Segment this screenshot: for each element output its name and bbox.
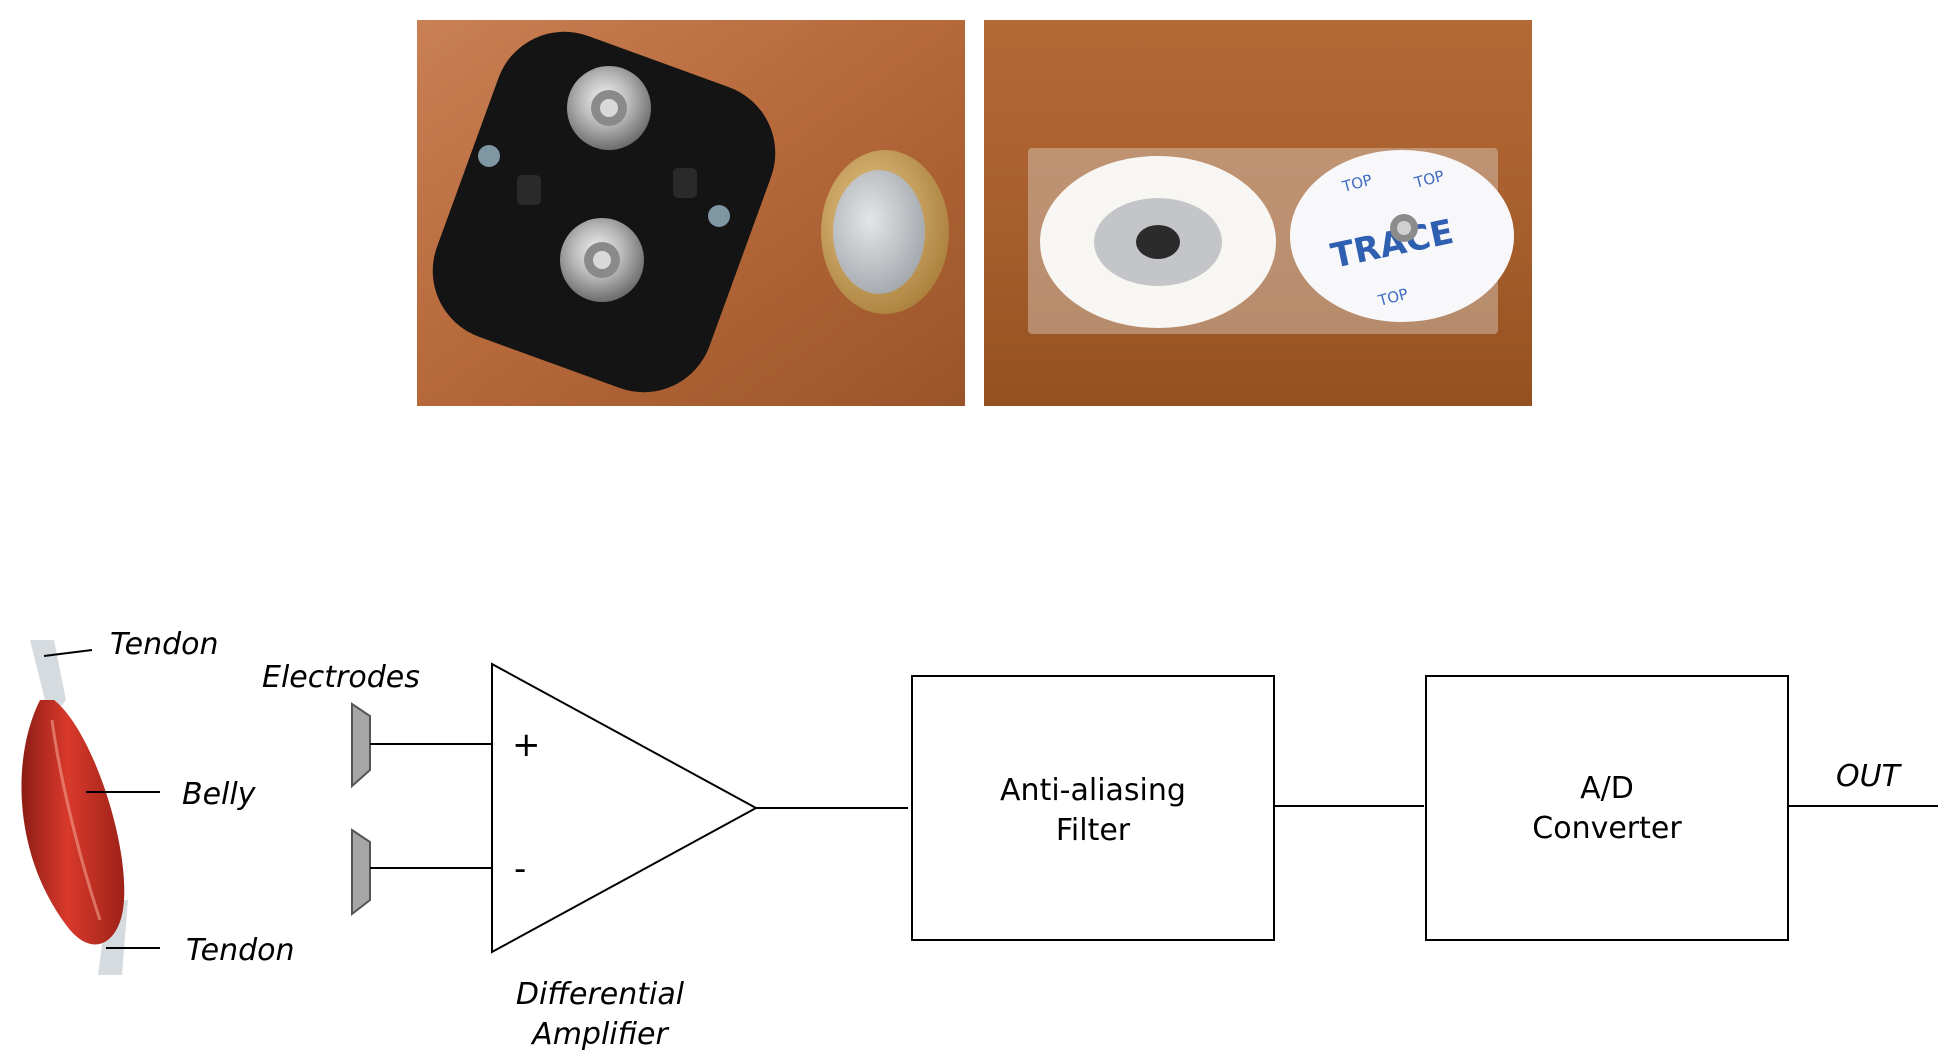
- differential-amplifier: [491, 662, 759, 954]
- amplifier-label-line1: Differential: [516, 977, 685, 1012]
- filter-label-line2: Filter: [1056, 813, 1131, 848]
- belly-label: Belly: [182, 777, 257, 812]
- converter-label-line1: A/D: [1580, 771, 1634, 806]
- snap-connector-bottom: [560, 218, 644, 302]
- sensor-body: [432, 31, 776, 393]
- converter-label-line2: Converter: [1532, 811, 1682, 846]
- filter-label-line1: Anti-aliasing: [1000, 773, 1186, 808]
- ad-converter-block: [1425, 675, 1789, 941]
- amplifier-label-line2: Amplifier: [530, 1017, 669, 1052]
- screw-icon: [478, 145, 500, 167]
- electrode-front: TRACE TOP TOP TOP: [1290, 150, 1514, 322]
- electrode-plus: [351, 702, 371, 789]
- amplifier-minus-sign: -: [514, 849, 526, 889]
- electrodes-label: Electrodes: [262, 660, 420, 695]
- screw-icon: [708, 205, 730, 227]
- electrode-minus: [351, 828, 371, 917]
- muscle-illustration: [21, 640, 128, 975]
- emg-block-diagram: Tendon Belly Tendon Electrodes + - Diffe…: [21, 627, 1938, 1052]
- euro-coin: [821, 150, 949, 314]
- electrode-back: [1040, 156, 1276, 328]
- anti-aliasing-filter-block: [911, 675, 1275, 941]
- tendon-bottom-label: Tendon: [186, 933, 295, 968]
- output-label: OUT: [1836, 759, 1903, 794]
- tendon-top-label: Tendon: [110, 627, 219, 662]
- sensor-photo: [417, 20, 965, 406]
- electrodes-photo: TRACE TOP TOP TOP: [984, 20, 1532, 406]
- snap-connector-top: [567, 66, 651, 150]
- amplifier-plus-sign: +: [512, 725, 541, 765]
